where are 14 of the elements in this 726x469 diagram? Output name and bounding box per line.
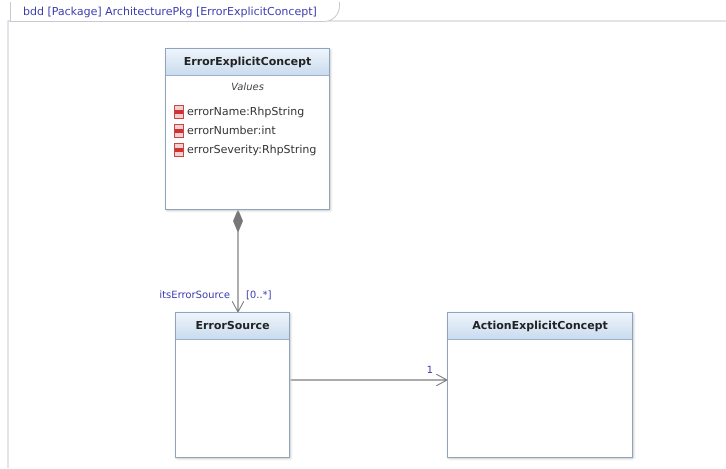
attribute-text: errorName:RhpString xyxy=(187,105,304,118)
class-block xyxy=(175,312,290,458)
class-block xyxy=(447,312,633,458)
attribute-text: errorSeverity:RhpString xyxy=(187,143,316,156)
frame-title: bdd [Package] ArchitecturePkg [ErrorExplicitConcept] xyxy=(10,2,340,22)
class-block xyxy=(165,48,330,210)
class-name: ErrorExplicitConcept xyxy=(166,49,329,76)
class-name: ErrorSource xyxy=(176,313,289,340)
class-name: ActionExplicitConcept xyxy=(448,313,632,340)
compartment-heading: Values xyxy=(230,82,265,93)
association-arrow xyxy=(289,374,448,386)
composition-line xyxy=(232,209,244,312)
attribute-text: errorNumber:int xyxy=(187,124,276,137)
multiplicity-label: [0..*] xyxy=(246,290,272,302)
